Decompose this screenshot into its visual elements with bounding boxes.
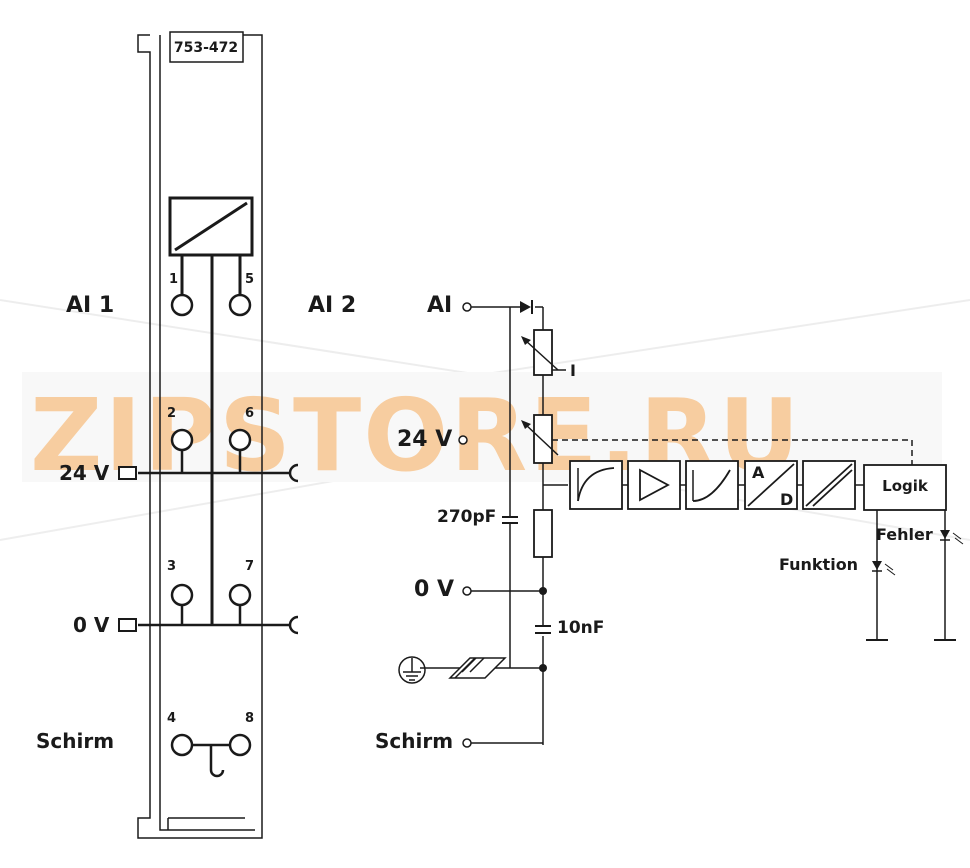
terminal-5	[228, 293, 252, 317]
wire-ai	[471, 306, 544, 517]
terminal-2	[170, 428, 194, 452]
variable-resistor-1	[533, 329, 553, 376]
connector-24v	[118, 466, 137, 480]
junction-0v	[539, 587, 547, 595]
resistor	[533, 509, 553, 558]
module-housing	[137, 34, 263, 839]
label-adc-a: A	[752, 463, 765, 482]
terminal-0v	[462, 586, 472, 596]
junction-earth	[539, 664, 547, 672]
connector-0v	[118, 618, 137, 632]
label-logic: Logik	[882, 477, 929, 495]
label-shield-left: Schirm	[36, 729, 114, 753]
module-id-box	[169, 31, 244, 63]
label-24v-right: 24 V	[397, 427, 452, 452]
module-id: 753-472	[174, 40, 238, 56]
led-function	[872, 561, 896, 576]
terminal-3	[170, 583, 194, 607]
label-ai1: AI 1	[66, 293, 114, 318]
label-cap-270pf: 270pF	[437, 507, 496, 527]
pin-label-4: 4	[167, 711, 176, 726]
label-ai: AI	[427, 293, 452, 318]
label-0v-left: 0 V	[73, 613, 110, 637]
shield-link	[192, 743, 230, 778]
pin-label-5: 5	[245, 272, 254, 287]
din-rail-icon	[448, 657, 507, 679]
pin-label-1: 1	[169, 272, 178, 287]
control-line	[552, 439, 913, 465]
capacitor-10nf	[535, 625, 551, 634]
variable-resistor-2	[533, 414, 553, 464]
amplifier-block	[627, 460, 681, 510]
label-24v-left: 24 V	[59, 461, 110, 485]
label-error: Fehler	[876, 525, 933, 544]
led-error	[940, 530, 964, 545]
label-ai2: AI 2	[308, 293, 356, 318]
pin-label-7: 7	[245, 559, 254, 574]
logic-block	[863, 464, 947, 511]
wire-main	[509, 463, 568, 745]
earth-ground-icon	[398, 656, 426, 684]
pin-label-2: 2	[167, 406, 176, 421]
capacitor-270pf	[502, 516, 518, 524]
converter-wires	[180, 255, 242, 625]
terminal-4	[170, 733, 194, 757]
pin-label-8: 8	[245, 711, 254, 726]
label-current: I	[570, 361, 576, 380]
terminal-shield	[462, 738, 472, 748]
terminal-1	[170, 293, 194, 317]
terminal-ai	[462, 302, 472, 312]
terminal-8	[228, 733, 252, 757]
terminal-7	[228, 583, 252, 607]
label-0v-right: 0 V	[414, 577, 454, 602]
pin-label-6: 6	[245, 406, 254, 421]
watermark: ZIPSTORE.RU	[0, 299, 970, 541]
label-function: Funktion	[779, 555, 858, 574]
label-shield-right: Schirm	[375, 729, 453, 753]
converter-diagonal	[174, 201, 248, 252]
terminal-6	[228, 428, 252, 452]
pin-label-3: 3	[167, 559, 176, 574]
terminal-24v	[458, 435, 468, 445]
bus-24v	[138, 450, 299, 483]
diode	[520, 300, 533, 314]
label-cap-10nf: 10nF	[557, 618, 604, 638]
bus-0v	[138, 605, 299, 635]
label-adc-d: D	[780, 490, 793, 509]
